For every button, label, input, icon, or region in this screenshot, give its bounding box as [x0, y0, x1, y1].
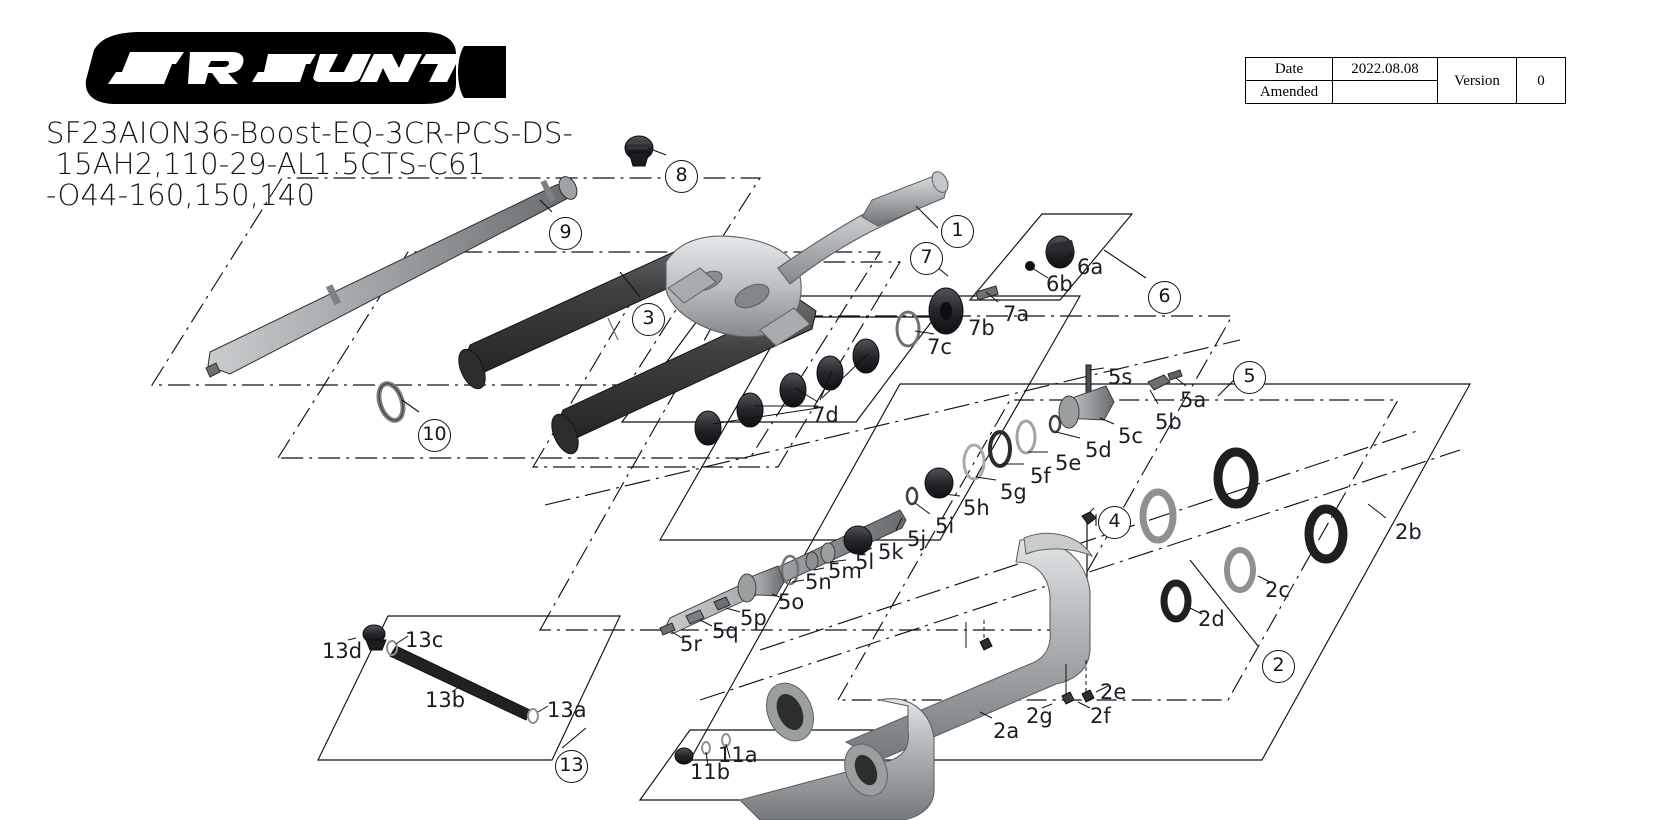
balloon-7-air-spring-assembly[interactable]: 7 [910, 242, 943, 275]
group-box-10 [276, 251, 882, 459]
group-box-2 [689, 383, 1471, 761]
part-6-top-cap-set [1025, 235, 1075, 279]
version-label: Version [1437, 57, 1517, 104]
product-title: SF23AION36-Boost-EQ-3CR-PCS-DS- 15AH2,11… [46, 116, 574, 212]
part-label-5r: 5r [680, 632, 702, 656]
balloon-13-rebound-rod-assembly[interactable]: 13 [555, 750, 588, 783]
title-block-row-amended: Amended [1245, 80, 1566, 104]
balloon-8-knob[interactable]: 8 [665, 160, 698, 193]
part-label-13d: 13d [322, 639, 363, 663]
balloon-5-damper-assembly[interactable]: 5 [1233, 361, 1266, 394]
axis-line-5 [544, 339, 1241, 506]
assembly-grouping-boxes [150, 177, 1471, 801]
part-label-5d: 5d [1085, 438, 1112, 462]
balloon-2-lower-leg-assembly[interactable]: 2 [1262, 650, 1295, 683]
date-label: Date [1245, 57, 1333, 81]
part-label-5j: 5j [907, 527, 927, 551]
part-label-2c: 2c [1265, 578, 1290, 602]
part-label-5q: 5q [712, 619, 739, 643]
part-label-7a: 7a [1003, 302, 1030, 326]
group-box-6 [968, 213, 1134, 301]
part-label-11b: 11b [690, 760, 731, 784]
amended-value [1332, 80, 1438, 104]
part-label-5b: 5b [1155, 410, 1182, 434]
part-8-lockout-knob [624, 135, 654, 167]
part-2a-lower-legs [738, 532, 1109, 820]
part-label-5g: 5g [1000, 480, 1027, 504]
part-label-11a: 11a [718, 743, 758, 767]
logo-icon [85, 32, 506, 104]
part-5-damper-head [905, 364, 1187, 515]
date-value: 2022.08.08 [1332, 57, 1438, 81]
group-box-13 [317, 615, 621, 761]
part-7-air-spring-set [895, 285, 999, 348]
group-box-3 [531, 261, 902, 468]
part-label-13c: 13c [405, 628, 444, 652]
part-label-6b: 6b [1046, 272, 1073, 296]
version-value: 0 [1516, 57, 1566, 104]
part-label-5h: 5h [963, 496, 990, 520]
part-label-2b: 2b [1395, 520, 1422, 544]
group-box-2b [837, 399, 1399, 701]
part-10-retaining-ring [376, 381, 406, 423]
group-box-5 [539, 315, 1233, 631]
part-1-crown-steerer [665, 171, 949, 347]
part-label-5e: 5e [1055, 451, 1082, 475]
part-label-5o: 5o [778, 590, 805, 614]
part-label-5n: 5n [805, 570, 832, 594]
part-label-6a: 6a [1077, 255, 1104, 279]
part-label-5i: 5i [935, 514, 955, 538]
part-label-5p: 5p [740, 606, 767, 630]
balloon-10-retaining-ring[interactable]: 10 [418, 419, 451, 452]
axis-line-2-inner [759, 429, 1421, 651]
title-block-table: Date 2022.08.08 Version 0 Amended [1245, 57, 1566, 104]
balloon-4-bolt[interactable]: 4 [1098, 506, 1131, 539]
part-13-rebound-rod [347, 624, 549, 724]
part-label-2f: 2f [1090, 704, 1111, 728]
part-7d-seal-set [694, 338, 880, 446]
part-label-5l: 5l [855, 550, 875, 574]
axis-line-2 [699, 449, 1461, 701]
part-label-5f: 5f [1030, 464, 1051, 488]
part-label-7c: 7c [927, 335, 952, 359]
sr-suntour-logo [72, 28, 512, 108]
balloon-6-top-cap-assembly[interactable]: 6 [1148, 281, 1181, 314]
part-5-damper-shaft [659, 509, 907, 639]
balloon-9-remote-cable[interactable]: 9 [549, 217, 582, 250]
part-9-remote-cable [205, 176, 578, 378]
part-label-2e: 2e [1100, 680, 1127, 704]
title-block-row-date: Date 2022.08.08 Version 0 [1245, 57, 1566, 104]
part-label-13a: 13a [547, 698, 587, 722]
balloon-1-steerer-crown[interactable]: 1 [941, 215, 974, 248]
part-11-fastener-kit [674, 733, 731, 767]
part-label-13b: 13b [425, 688, 466, 712]
part-label-2a: 2a [993, 719, 1020, 743]
part-label-2g: 2g [1026, 704, 1053, 728]
part-label-7d: 7d [812, 403, 839, 427]
part-2-bushings-seals [1139, 447, 1387, 623]
part-label-5c: 5c [1118, 424, 1143, 448]
part-label-5m: 5m [828, 559, 862, 583]
part-label-5k: 5k [878, 540, 904, 564]
part-label-5s: 5s [1108, 365, 1133, 389]
part-label-2d: 2d [1198, 607, 1225, 631]
amended-label: Amended [1245, 80, 1333, 104]
part-label-5a: 5a [1180, 388, 1207, 412]
part-label-7b: 7b [968, 316, 995, 340]
balloon-3-stanchion-tube[interactable]: 3 [632, 303, 665, 336]
